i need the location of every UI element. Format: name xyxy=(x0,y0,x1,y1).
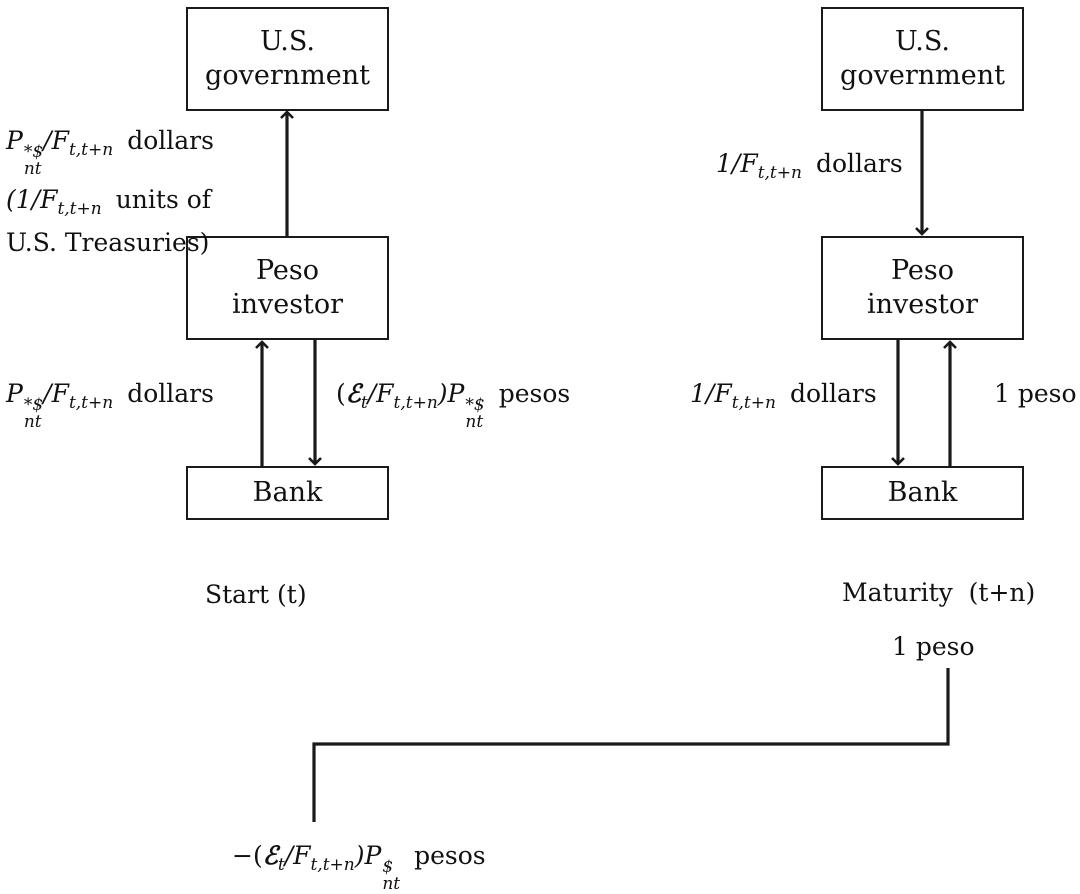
investor-to-bank-label-right: 1/Ft,t+n dollars xyxy=(690,378,877,419)
price-scripts: *$nt xyxy=(465,395,485,432)
fraction: 1/F xyxy=(716,149,758,178)
unit: dollars xyxy=(127,126,214,155)
bank-to-investor-label-left: P*$nt/Ft,t+n dollars xyxy=(6,378,214,431)
box-label-line2: government xyxy=(205,60,370,91)
fraction: 1/F xyxy=(690,379,732,408)
subscript: t,t+n xyxy=(393,393,438,413)
subscript: t,t+n xyxy=(310,855,355,875)
gov-flow-line2: (1/Ft,t+n units of xyxy=(6,184,214,225)
box-label-line2: investor xyxy=(866,289,979,320)
bank-to-investor-label-right: 1 peso xyxy=(994,379,1077,408)
paren: −( xyxy=(232,841,263,870)
unit: pesos xyxy=(414,841,486,870)
price-symbol: P xyxy=(6,379,23,408)
us-government-box-left: U.S. government xyxy=(186,7,389,111)
subscript: t xyxy=(277,855,285,875)
gov-to-investor-label-right: 1/Ft,t+n dollars xyxy=(716,148,903,189)
price-scripts: $nt xyxy=(382,857,401,894)
unit: units of xyxy=(115,185,212,214)
price-scripts: *$nt xyxy=(23,142,44,179)
cashflow-top-label: 1 peso xyxy=(892,632,975,661)
box-label: Bank xyxy=(252,477,323,508)
investor-to-bank-label-left: (ℰt/Ft,t+n)P*$nt pesos xyxy=(336,378,570,431)
unit: pesos xyxy=(498,379,571,408)
us-government-box-right: U.S. government xyxy=(821,7,1024,111)
exchange-rate-symbol: ℰ xyxy=(262,841,278,870)
price-symbol: )P xyxy=(354,841,382,870)
peso-investor-box-left: Peso investor xyxy=(186,236,389,340)
bank-box-right: Bank xyxy=(821,466,1024,520)
box-label: Bank xyxy=(887,477,958,508)
cashflow-bottom-label: −(ℰt/Ft,t+n)P$nt pesos xyxy=(232,840,486,893)
cashflow-line xyxy=(312,668,950,822)
box-label-line1: Peso xyxy=(255,255,320,286)
price-symbol: P xyxy=(6,126,23,155)
stage-label-start: Start (t) xyxy=(205,580,307,609)
fraction: /F xyxy=(43,126,69,155)
subscript: t xyxy=(360,393,368,413)
exchange-rate-symbol: ℰ xyxy=(345,379,361,408)
subscript: t,t+n xyxy=(57,199,102,219)
gov-flow-line1: P*$nt/Ft,t+n dollars xyxy=(6,125,214,178)
stage-label-maturity: Maturity (t+n) xyxy=(842,578,1036,607)
box-label-line2: government xyxy=(840,60,1005,91)
paren: ( xyxy=(336,379,346,408)
unit: dollars xyxy=(815,149,903,178)
subscript: t,t+n xyxy=(731,393,776,413)
subscript: t,t+n xyxy=(68,393,114,413)
bank-box-left: Bank xyxy=(186,466,389,520)
subscript: t,t+n xyxy=(757,163,802,183)
unit: dollars xyxy=(127,379,214,408)
fraction: /F xyxy=(367,379,394,408)
price-symbol: )P xyxy=(437,379,465,408)
gov-flow-line3: U.S. Treasuries) xyxy=(6,228,210,257)
box-label-line1: U.S. xyxy=(260,26,315,57)
unit: dollars xyxy=(789,379,877,408)
subscript: t,t+n xyxy=(68,140,114,160)
fraction: /F xyxy=(43,379,69,408)
box-label-line1: Peso xyxy=(890,255,955,286)
peso-investor-box-right: Peso investor xyxy=(821,236,1024,340)
box-label-line1: U.S. xyxy=(895,26,950,57)
fraction: (1/F xyxy=(6,185,58,214)
box-label-line2: investor xyxy=(231,289,344,320)
price-scripts: *$nt xyxy=(23,395,44,432)
fraction: /F xyxy=(284,841,311,870)
